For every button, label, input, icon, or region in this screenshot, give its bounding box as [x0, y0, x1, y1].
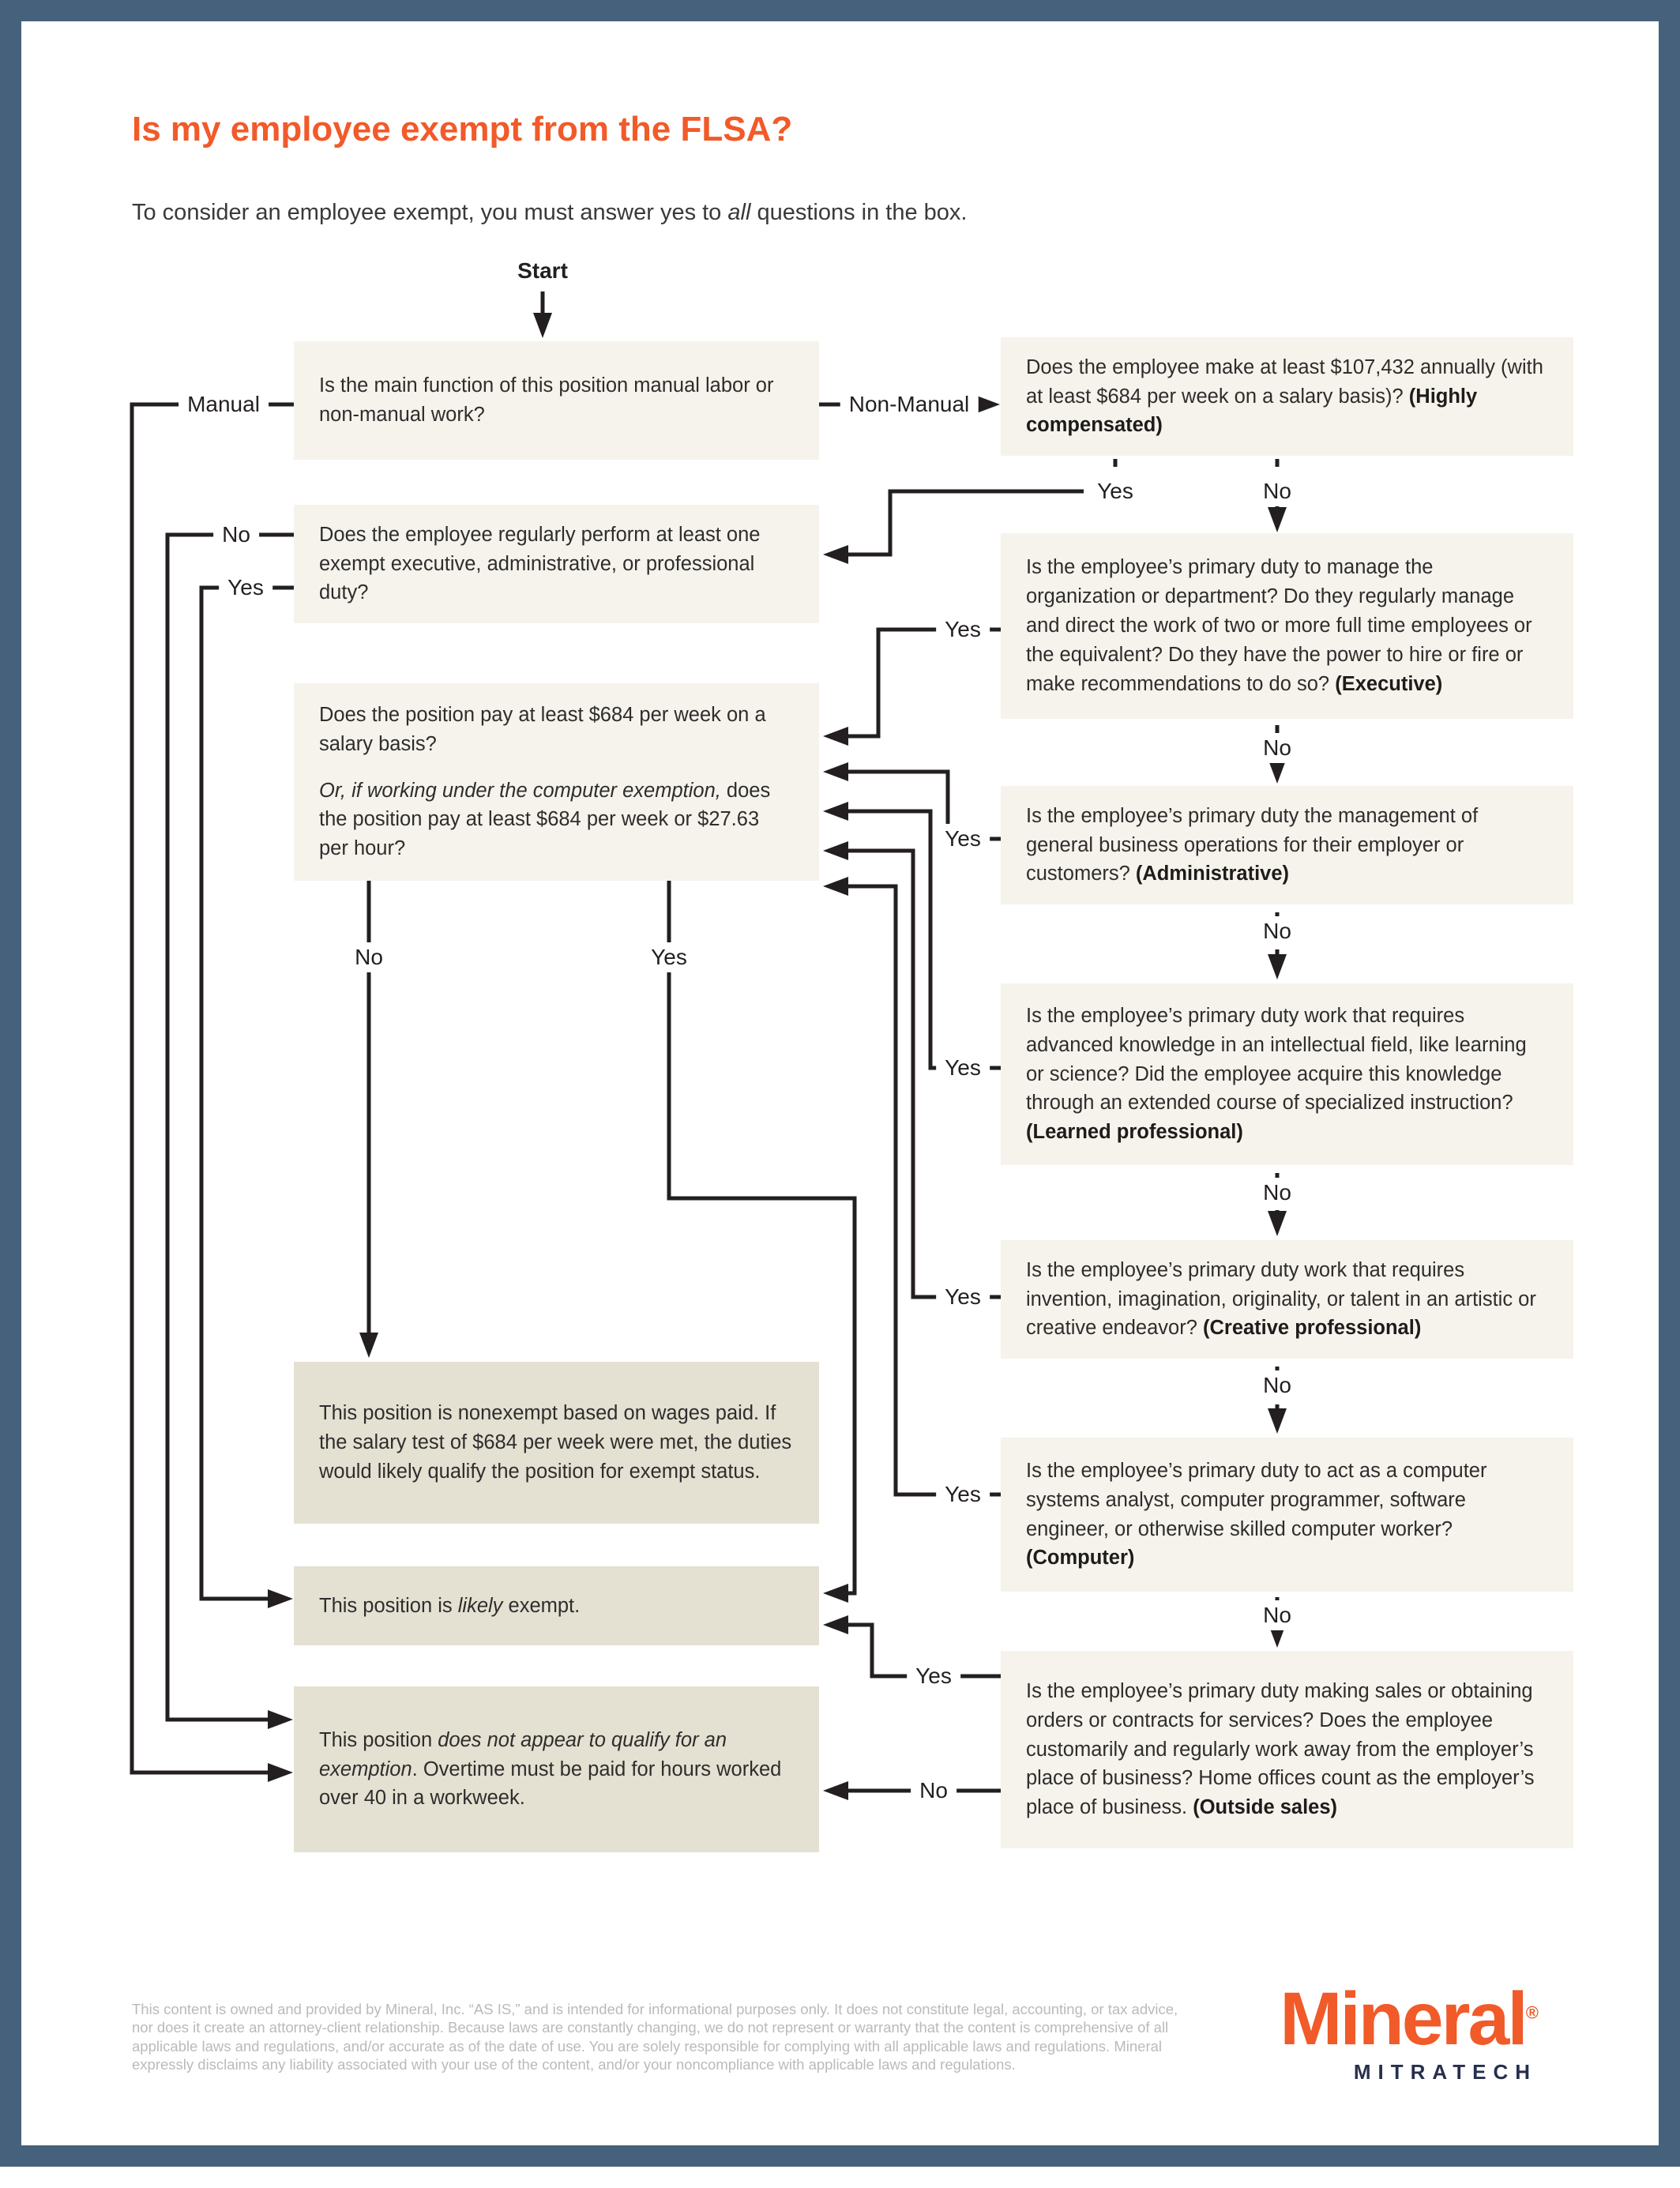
- box-administrative-text: Is the employee’s primary duty the manag…: [1026, 802, 1548, 889]
- box-creative-professional: Is the employee’s primary duty work that…: [1001, 1240, 1573, 1359]
- administrative-no-label: No: [1254, 916, 1300, 946]
- likely-exempt-post: exempt.: [502, 1594, 581, 1617]
- computer-q: Is the employee’s primary duty to act as…: [1026, 1459, 1487, 1540]
- likely-exempt-pre: This position is: [319, 1594, 458, 1617]
- computer-yes-path: [823, 877, 1001, 1497]
- subtitle-pre: To consider an employee exempt, you must…: [132, 200, 728, 225]
- box-outside-sales-text: Is the employee’s primary duty making sa…: [1026, 1677, 1548, 1823]
- box-main-function-text: Is the main function of this position ma…: [319, 374, 774, 426]
- not-exempt-pre: This position: [319, 1728, 438, 1751]
- creative-yes-label: Yes: [936, 1282, 990, 1312]
- salary-no-label: No: [346, 942, 392, 972]
- creative-no-label: No: [1254, 1370, 1300, 1400]
- footer-disclaimer: This content is owned and provided by Mi…: [132, 2001, 1178, 2073]
- learned-no-label: No: [1254, 1178, 1300, 1208]
- learned-q: Is the employee’s primary duty work that…: [1026, 1004, 1527, 1115]
- outside-sales-yes-label: Yes: [907, 1661, 960, 1691]
- box-likely-exempt: This position is likely exempt.: [294, 1566, 819, 1645]
- salary-test-italic: Or, if working under the computer exempt…: [319, 779, 721, 802]
- branch-label-manual: Manual: [179, 389, 269, 419]
- hc-no-label: No: [1254, 476, 1300, 506]
- mitratech-logo-text: MITRATECH: [1353, 2060, 1537, 2084]
- likely-exempt-emph: likely: [457, 1594, 503, 1617]
- subtitle-emphasis: all: [727, 200, 751, 225]
- box-highly-compensated: Does the employee make at least $107,432…: [1001, 337, 1573, 456]
- computer-no-label: No: [1254, 1600, 1300, 1630]
- box-salary-test: Does the position pay at least $684 per …: [294, 683, 819, 881]
- box-exempt-duty-text: Does the employee regularly perform at l…: [319, 523, 761, 604]
- administrative-tag: (Administrative): [1135, 863, 1290, 885]
- salary-test-rest: does the position pay at least $684 per …: [319, 779, 771, 860]
- administrative-q: Is the employee’s primary duty the manag…: [1026, 804, 1479, 885]
- outside-sales-tag: (Outside sales): [1193, 1796, 1338, 1819]
- administrative-yes-label: Yes: [936, 824, 990, 854]
- duty-no-label: No: [213, 520, 259, 550]
- manual-path: [130, 402, 294, 1782]
- creative-tag: (Creative professional): [1202, 1317, 1422, 1340]
- box-nonexempt-wages: This position is nonexempt based on wage…: [294, 1362, 819, 1524]
- computer-tag: (Computer): [1026, 1547, 1135, 1570]
- salary-yes-label: Yes: [642, 942, 696, 972]
- box-salary-test-p1: Does the position pay at least $684 per …: [319, 703, 766, 755]
- box-administrative: Is the employee’s primary duty the manag…: [1001, 786, 1573, 904]
- page-subtitle: To consider an employee exempt, you must…: [132, 200, 967, 226]
- executive-q: Is the employee’s primary duty to manage…: [1026, 556, 1532, 695]
- outside-sales-q: Is the employee’s primary duty making sa…: [1026, 1679, 1535, 1819]
- duty-no-path: [165, 532, 294, 1729]
- box-learned-professional: Is the employee’s primary duty work that…: [1001, 983, 1573, 1165]
- learned-yes-label: Yes: [936, 1053, 990, 1083]
- page-title: Is my employee exempt from the FLSA?: [132, 110, 793, 148]
- not-exempt-post: . Overtime must be paid for hours worked…: [319, 1758, 782, 1810]
- subtitle-post: questions in the box.: [750, 200, 968, 225]
- hc-yes-label: Yes: [1088, 476, 1142, 506]
- executive-yes-label: Yes: [936, 615, 990, 645]
- learned-tag: (Learned professional): [1026, 1121, 1243, 1144]
- box-main-function: Is the main function of this position ma…: [294, 341, 819, 460]
- not-exempt-emph: does not appear to qualify for an exempt…: [319, 1728, 727, 1780]
- box-executive-text: Is the employee’s primary duty to manage…: [1026, 553, 1548, 699]
- executive-yes-path: [823, 627, 1001, 746]
- creative-q: Is the employee’s primary duty work that…: [1026, 1258, 1536, 1340]
- mineral-logo: Mineral® MITRATECH: [1280, 1982, 1539, 2085]
- duty-yes-path: [199, 585, 294, 1608]
- start-label: Start: [509, 256, 577, 286]
- box-highly-compensated-text: Does the employee make at least $107,432…: [1026, 353, 1548, 441]
- duty-yes-label: Yes: [219, 573, 272, 603]
- box-outside-sales: Is the employee’s primary duty making sa…: [1001, 1651, 1573, 1848]
- box-likely-exempt-text: This position is likely exempt.: [319, 1592, 794, 1621]
- branch-label-non-manual: Non-Manual: [840, 389, 979, 419]
- box-not-exempt: This position does not appear to qualify…: [294, 1686, 819, 1852]
- mineral-logo-wordmark: Mineral®: [1280, 1982, 1539, 2057]
- outside-sales-no-label: No: [911, 1776, 957, 1806]
- box-computer: Is the employee’s primary duty to act as…: [1001, 1438, 1573, 1592]
- highly-compensated-tag: (Highly compensated): [1026, 385, 1478, 437]
- box-learned-professional-text: Is the employee’s primary duty work that…: [1026, 1002, 1548, 1148]
- box-nonexempt-wages-text: This position is nonexempt based on wage…: [319, 1402, 792, 1483]
- box-creative-professional-text: Is the employee’s primary duty work that…: [1026, 1256, 1548, 1344]
- box-executive: Is the employee’s primary duty to manage…: [1001, 533, 1573, 719]
- box-exempt-duty: Does the employee regularly perform at l…: [294, 505, 819, 623]
- executive-no-label: No: [1254, 733, 1300, 763]
- highly-compensated-q: Does the employee make at least $107,432…: [1026, 355, 1543, 408]
- logo-registered-mark: ®: [1525, 2002, 1539, 2023]
- box-not-exempt-text: This position does not appear to qualify…: [319, 1726, 794, 1814]
- executive-tag: (Executive): [1335, 672, 1443, 695]
- computer-yes-label: Yes: [936, 1479, 990, 1509]
- box-salary-test-p2: Or, if working under the computer exempt…: [319, 776, 794, 864]
- logo-name: Mineral: [1280, 1977, 1528, 2061]
- box-computer-text: Is the employee’s primary duty to act as…: [1026, 1457, 1548, 1573]
